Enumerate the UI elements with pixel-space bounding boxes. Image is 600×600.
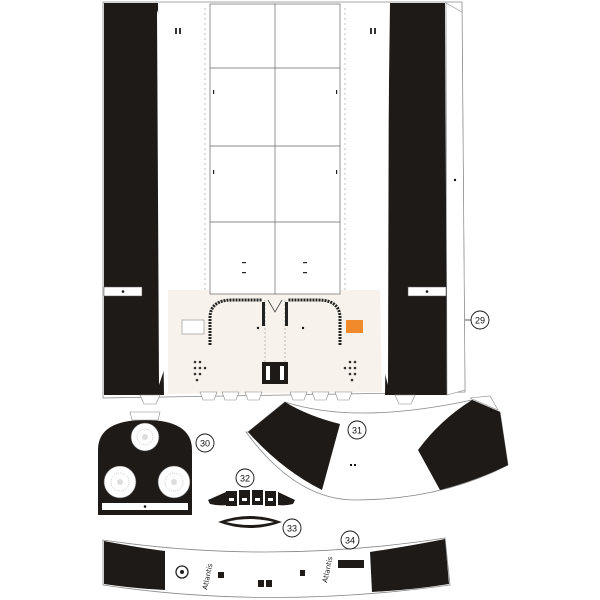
orange-tab xyxy=(346,320,363,333)
part-34-outline xyxy=(102,537,451,598)
part-29-bottom-tabs xyxy=(139,391,416,405)
part-30-engine-dome: 30 xyxy=(98,411,215,515)
part-29-cream-area xyxy=(168,290,382,394)
part-30-number: 30 xyxy=(200,439,210,449)
part-31-left-black xyxy=(248,402,340,490)
part-31-right-black xyxy=(418,400,508,490)
part-31-fairing: 31 xyxy=(245,395,509,501)
part-34-left-black xyxy=(104,541,165,590)
top-tiny-marks xyxy=(175,28,376,34)
part-34-number-circle xyxy=(340,530,360,550)
part-32-segments: 32 xyxy=(208,468,295,506)
engine-bell-left xyxy=(103,465,137,499)
flap-dot xyxy=(453,178,457,182)
left-white-tab xyxy=(181,319,205,335)
cargo-bay-doors xyxy=(209,3,341,295)
engine-block xyxy=(262,362,288,384)
part-29-panel: 29 xyxy=(102,1,490,405)
left-black-strip xyxy=(104,3,164,395)
right-thruster-dots xyxy=(343,360,357,382)
part-31-number: 31 xyxy=(352,426,362,436)
part-34-right-black xyxy=(370,539,449,592)
aft-bulkhead xyxy=(208,298,342,384)
part-32-number: 32 xyxy=(240,474,250,484)
part-32-number-circle xyxy=(235,468,255,488)
part-34-number: 34 xyxy=(345,536,355,546)
engine-bell-top xyxy=(130,422,160,452)
part-30-number-circle xyxy=(195,433,215,453)
right-black-strip xyxy=(385,3,447,395)
left-marker-dot xyxy=(121,290,125,293)
part-34-strip: Atlantis Atlantis 34 xyxy=(102,530,451,598)
left-strip-sliver xyxy=(157,10,164,385)
engine-bell-right xyxy=(157,465,191,499)
part-33-lens: 33 xyxy=(218,516,302,538)
cargo-bay-dashes xyxy=(204,8,346,290)
door-marks xyxy=(213,90,338,274)
left-thruster-dots xyxy=(193,360,207,382)
part-29-number: 29 xyxy=(475,316,485,326)
part-29-right-flap xyxy=(445,2,466,396)
right-strip-sliver xyxy=(383,10,389,385)
part-33-number-circle xyxy=(282,518,302,538)
right-marker-dot xyxy=(425,290,429,293)
part-31-number-circle xyxy=(347,420,367,440)
part-33-number: 33 xyxy=(287,524,297,534)
